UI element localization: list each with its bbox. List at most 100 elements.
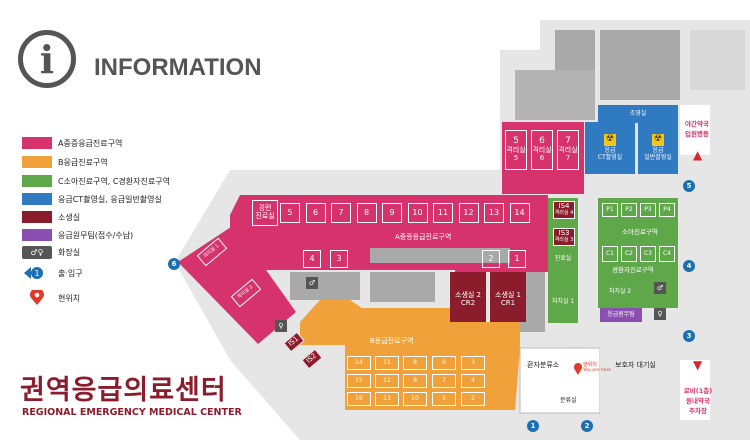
b-bed: 9 bbox=[403, 374, 427, 388]
legend-swatch bbox=[22, 211, 52, 223]
b-bed: 10 bbox=[403, 392, 427, 406]
legend-swatch bbox=[22, 137, 52, 149]
pediatric-zone-label: 소아진료구역 bbox=[622, 228, 658, 236]
legend-label: 소생실 bbox=[58, 212, 81, 222]
arrow-down-icon: ▼ bbox=[693, 358, 703, 372]
a-bed: 4 bbox=[303, 250, 321, 268]
lobby-pharmacy-label: 로비(1층) 원내약국 주차장 bbox=[683, 387, 713, 415]
info-icon: i bbox=[18, 30, 76, 88]
b-bed: 14 bbox=[347, 356, 371, 370]
badge-label: IS3 bbox=[558, 229, 570, 238]
current-location-label: 현위치 bbox=[583, 362, 597, 368]
room-label: 응급 일반촬영실 bbox=[644, 146, 672, 161]
pediatric-bed: P1 bbox=[602, 203, 618, 217]
location-pin-icon bbox=[22, 288, 52, 306]
procedure-room-1: 처치실 1 bbox=[551, 297, 575, 305]
legend-swatch bbox=[22, 193, 52, 205]
legend-label: 응급CT촬영실, 응급일반촬영실 bbox=[58, 194, 162, 204]
arrow-up-icon: ▲ bbox=[693, 148, 703, 162]
night-pharmacy-label: 야간약국 입원병동 bbox=[685, 120, 709, 138]
restroom-icon: ♂ bbox=[306, 277, 318, 289]
room-label: 격리실 6 bbox=[532, 146, 552, 162]
legend-swatch bbox=[22, 156, 52, 168]
a-bed: 5 bbox=[280, 203, 300, 223]
seizure-exam-room: 경련 진료실 bbox=[252, 200, 278, 226]
legend-swatch bbox=[22, 229, 52, 241]
light-patient-bed: C4 bbox=[659, 246, 675, 262]
a-bed: 8 bbox=[356, 203, 377, 223]
a-zone-label: A중증응급진료구역 bbox=[395, 233, 452, 241]
legend-item-a-zone: A중증응급진료구역 bbox=[22, 137, 122, 149]
b-bed: 8 bbox=[403, 356, 427, 370]
legend-label: C소아진료구역, C경환자진료구역 bbox=[58, 176, 170, 186]
contrast-room: 조영실 bbox=[629, 109, 647, 117]
light-patient-bed: C2 bbox=[621, 246, 637, 262]
b-bed: 11 bbox=[375, 356, 399, 370]
b-bed: 12 bbox=[375, 374, 399, 388]
light-zone-label: 경환자진료구역 bbox=[612, 266, 654, 274]
badge-label: IS4 bbox=[558, 202, 570, 211]
ct-room: ☢ 응급 CT촬영실 bbox=[585, 125, 635, 170]
entrance-6-icon[interactable]: 6 bbox=[168, 258, 180, 270]
b-bed: 7 bbox=[432, 374, 456, 388]
legend-label: 화장실 bbox=[58, 248, 81, 257]
light-patient-bed: C1 bbox=[602, 246, 618, 262]
a-bed: 6 bbox=[305, 203, 326, 223]
current-location-pin-icon bbox=[573, 360, 583, 379]
info-icon-letter: i bbox=[39, 36, 55, 82]
center-title-english: REGIONAL EMERGENCY MEDICAL CENTER bbox=[22, 407, 242, 418]
b-bed: 15 bbox=[347, 374, 371, 388]
room-label: 소생실 1 bbox=[495, 291, 521, 300]
b-bed: 5 bbox=[432, 392, 456, 406]
legend-item-current-location: 현위치 bbox=[22, 288, 81, 306]
entrance-icon: 1 bbox=[22, 266, 52, 280]
pediatric-bed: P4 bbox=[659, 203, 675, 217]
legend-item-c-zone: C소아진료구역, C경환자진료구역 bbox=[22, 175, 170, 187]
legend-item-b-zone: B응급진료구역 bbox=[22, 156, 108, 168]
a-bed: 10 bbox=[407, 203, 428, 223]
legend-label: 응급원무팀(접수/수납) bbox=[58, 230, 134, 240]
entrance-2-icon[interactable]: 2 bbox=[581, 420, 593, 432]
room-label: 격리실 7 bbox=[558, 146, 578, 162]
legend-item-admin: 응급원무팀(접수/수납) bbox=[22, 229, 133, 241]
entrance-1-icon[interactable]: 1 bbox=[527, 420, 539, 432]
entrance-5-icon[interactable]: 5 bbox=[683, 180, 695, 192]
center-title-korean: 권역응급의료센터 bbox=[20, 375, 227, 406]
admin-desk: 응급원무팀 bbox=[607, 310, 635, 318]
room-number: 6 bbox=[539, 136, 545, 147]
legend-label: 현위치 bbox=[58, 293, 81, 303]
room-code: CR1 bbox=[500, 299, 516, 307]
svg-text:1: 1 bbox=[34, 269, 39, 278]
legend-item-entrance: 1 출·입구 bbox=[22, 266, 83, 280]
a-bed: 7 bbox=[331, 203, 351, 223]
restroom-icon: ♂ bbox=[654, 282, 666, 294]
a-bed: 9 bbox=[382, 203, 402, 223]
restroom-icon: ♀ bbox=[654, 308, 666, 320]
page-title: INFORMATION bbox=[94, 54, 262, 81]
restroom-icon: ♂♀ bbox=[22, 246, 52, 259]
b-bed: 3 bbox=[461, 356, 485, 370]
a-bed: 11 bbox=[433, 203, 453, 223]
entrance-4-icon[interactable]: 4 bbox=[683, 260, 695, 272]
room-number: 5 bbox=[513, 136, 519, 147]
a-bed: 1 bbox=[508, 250, 526, 268]
a-bed: 3 bbox=[330, 250, 348, 268]
treatment-room: 진료실 bbox=[554, 254, 572, 262]
restroom-icon: ♀ bbox=[275, 320, 287, 332]
b-bed: 6 bbox=[432, 356, 456, 370]
pediatric-bed: P2 bbox=[621, 203, 637, 217]
legend-item-imaging: 응급CT촬영실, 응급일반촬영실 bbox=[22, 193, 162, 205]
isolation-room-5: 5 격리실 5 bbox=[505, 130, 527, 170]
legend-item-resus: 소생실 bbox=[22, 211, 80, 223]
a-bed: 14 bbox=[509, 203, 530, 223]
a-bed: 2 bbox=[482, 250, 500, 268]
entrance-3-icon[interactable]: 3 bbox=[683, 330, 695, 342]
b-zone-label: B응급진료구역 bbox=[370, 337, 414, 345]
a-bed: 12 bbox=[458, 203, 479, 223]
isolation-room-6: 6 격리실 6 bbox=[531, 130, 553, 170]
triage-label: 환자분류소 bbox=[527, 361, 560, 369]
procedure-room-2: 처치실 2 bbox=[608, 287, 632, 295]
